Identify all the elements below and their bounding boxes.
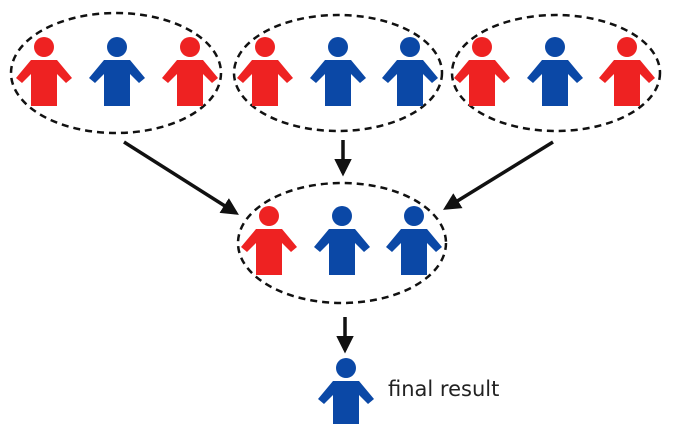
final-result-label: final result xyxy=(388,377,499,401)
person-body xyxy=(386,229,442,275)
aggregate-person-blue xyxy=(314,206,370,275)
person-head xyxy=(180,37,200,57)
person-body xyxy=(310,60,366,106)
group-2-person-blue xyxy=(310,37,366,106)
person-body xyxy=(454,60,510,106)
person-head xyxy=(400,37,420,57)
person-body xyxy=(89,60,145,106)
group-3-person-red xyxy=(454,37,510,106)
group-1-ellipse xyxy=(9,11,223,135)
group-3-person-red xyxy=(599,37,655,106)
person-head xyxy=(472,37,492,57)
person-body xyxy=(16,60,72,106)
person-head xyxy=(617,37,637,57)
group-3-person-blue xyxy=(527,37,583,106)
person-head xyxy=(34,37,54,57)
aggregate-person-blue xyxy=(386,206,442,275)
person-body xyxy=(318,381,374,424)
aggregate-person-red xyxy=(241,206,297,275)
aggregate-ellipse xyxy=(236,181,448,305)
final-person xyxy=(318,358,374,424)
person-body xyxy=(382,60,438,106)
final-person-blue xyxy=(318,358,374,424)
group-2-people xyxy=(237,37,438,106)
group-1-person-blue xyxy=(89,37,145,106)
group-1-person-red xyxy=(162,37,218,106)
group-3-ellipse xyxy=(450,13,662,133)
person-head xyxy=(328,37,348,57)
arrow-group-1-to-aggregate xyxy=(123,140,239,215)
group-2-person-red xyxy=(237,37,293,106)
person-head xyxy=(404,206,424,226)
group-2-ellipse xyxy=(232,13,444,133)
arrow-group-3-to-aggregate xyxy=(443,140,554,210)
person-body xyxy=(527,60,583,106)
person-body xyxy=(162,60,218,106)
person-head xyxy=(545,37,565,57)
person-head xyxy=(332,206,352,226)
person-body xyxy=(237,60,293,106)
person-body xyxy=(599,60,655,106)
person-head xyxy=(255,37,275,57)
person-head xyxy=(336,358,356,378)
group-3-people xyxy=(454,37,655,106)
group-1-people xyxy=(16,37,218,106)
person-head xyxy=(107,37,127,57)
group-2-person-blue xyxy=(382,37,438,106)
person-body xyxy=(314,229,370,275)
person-body xyxy=(241,229,297,275)
person-head xyxy=(259,206,279,226)
aggregate-people xyxy=(241,206,442,275)
group-1-person-red xyxy=(16,37,72,106)
